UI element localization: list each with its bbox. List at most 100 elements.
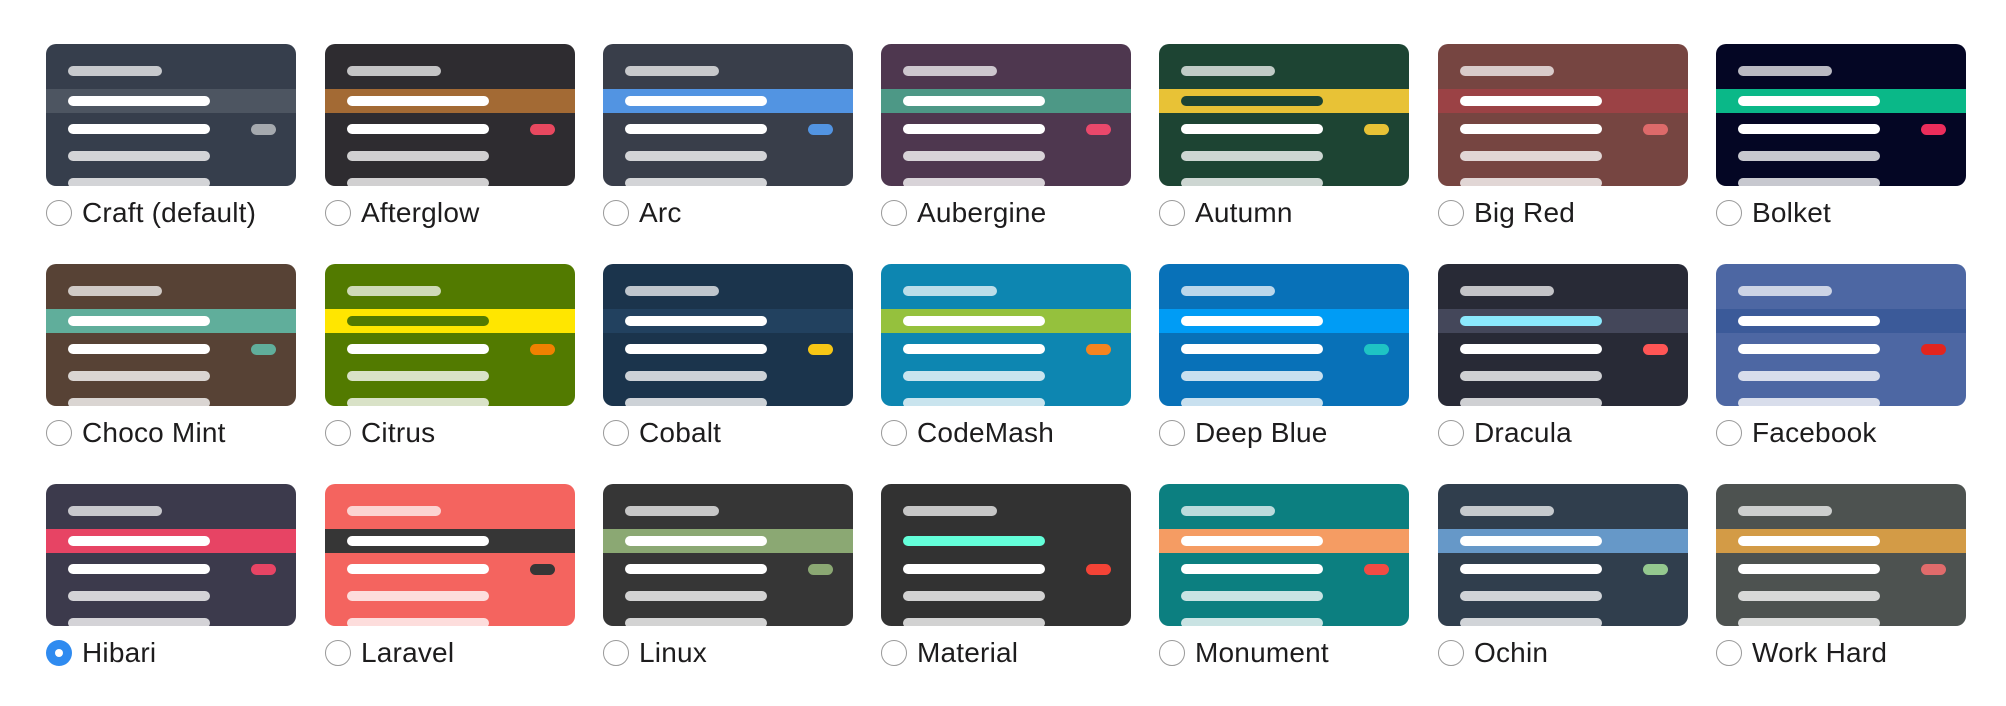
theme-radio-option[interactable]: Material xyxy=(881,635,1018,671)
theme-preview[interactable] xyxy=(1716,264,1966,406)
theme-preview[interactable] xyxy=(1159,264,1409,406)
theme-radio-option[interactable]: Dracula xyxy=(1438,415,1572,451)
theme-option-bolket[interactable]: Bolket xyxy=(1716,44,1966,244)
theme-radio-option[interactable]: Arc xyxy=(603,195,682,231)
theme-preview[interactable] xyxy=(325,264,575,406)
theme-radio-option[interactable]: Deep Blue xyxy=(1159,415,1328,451)
theme-option-deep-blue[interactable]: Deep Blue xyxy=(1159,264,1409,464)
radio-unselected-icon[interactable] xyxy=(1438,640,1464,666)
radio-unselected-icon[interactable] xyxy=(325,420,351,446)
theme-radio-option[interactable]: Linux xyxy=(603,635,707,671)
radio-unselected-icon[interactable] xyxy=(1716,420,1742,446)
theme-preview[interactable] xyxy=(603,264,853,406)
theme-preview[interactable] xyxy=(46,44,296,186)
theme-radio-option[interactable]: Monument xyxy=(1159,635,1329,671)
theme-radio-option[interactable]: Big Red xyxy=(1438,195,1575,231)
radio-unselected-icon[interactable] xyxy=(881,640,907,666)
theme-radio-option[interactable]: Cobalt xyxy=(603,415,721,451)
radio-unselected-icon[interactable] xyxy=(46,420,72,446)
theme-option-choco-mint[interactable]: Choco Mint xyxy=(46,264,296,464)
theme-radio-option[interactable]: Ochin xyxy=(1438,635,1548,671)
theme-option-arc[interactable]: Arc xyxy=(603,44,853,244)
theme-option-afterglow[interactable]: Afterglow xyxy=(325,44,575,244)
radio-unselected-icon[interactable] xyxy=(603,200,629,226)
theme-option-linux[interactable]: Linux xyxy=(603,484,853,684)
theme-radio-option[interactable]: CodeMash xyxy=(881,415,1054,451)
radio-unselected-icon[interactable] xyxy=(325,640,351,666)
preview-line xyxy=(347,344,489,354)
theme-option-dracula[interactable]: Dracula xyxy=(1438,264,1688,464)
preview-line xyxy=(1738,316,1880,326)
theme-preview[interactable] xyxy=(1438,44,1688,186)
radio-unselected-icon[interactable] xyxy=(1716,640,1742,666)
preview-line xyxy=(68,96,210,106)
theme-radio-option[interactable]: Aubergine xyxy=(881,195,1046,231)
radio-unselected-icon[interactable] xyxy=(325,200,351,226)
theme-radio-option[interactable]: Choco Mint xyxy=(46,415,226,451)
radio-unselected-icon[interactable] xyxy=(881,200,907,226)
theme-radio-option[interactable]: Afterglow xyxy=(325,195,480,231)
theme-option-laravel[interactable]: Laravel xyxy=(325,484,575,684)
theme-preview[interactable] xyxy=(1716,44,1966,186)
theme-preview[interactable] xyxy=(46,264,296,406)
radio-unselected-icon[interactable] xyxy=(603,420,629,446)
theme-option-hibari[interactable]: Hibari xyxy=(46,484,296,684)
theme-name-label: Work Hard xyxy=(1752,637,1888,668)
preview-badge xyxy=(808,564,833,575)
theme-preview[interactable] xyxy=(46,484,296,626)
theme-preview[interactable] xyxy=(603,44,853,186)
radio-selected-icon[interactable] xyxy=(46,640,72,666)
preview-line xyxy=(625,124,767,134)
theme-option-cobalt[interactable]: Cobalt xyxy=(603,264,853,464)
theme-preview[interactable] xyxy=(1159,484,1409,626)
preview-line xyxy=(1738,591,1880,601)
preview-line xyxy=(1460,96,1602,106)
preview-line xyxy=(1181,371,1323,381)
theme-preview[interactable] xyxy=(1438,484,1688,626)
radio-unselected-icon[interactable] xyxy=(603,640,629,666)
theme-option-facebook[interactable]: Facebook xyxy=(1716,264,1966,464)
theme-option-work-hard[interactable]: Work Hard xyxy=(1716,484,1966,684)
theme-radio-option[interactable]: Autumn xyxy=(1159,195,1293,231)
radio-unselected-icon[interactable] xyxy=(1159,640,1185,666)
radio-unselected-icon[interactable] xyxy=(1159,420,1185,446)
theme-preview[interactable] xyxy=(881,484,1131,626)
theme-option-ochin[interactable]: Ochin xyxy=(1438,484,1688,684)
theme-option-citrus[interactable]: Citrus xyxy=(325,264,575,464)
theme-name-label: Citrus xyxy=(361,417,436,448)
theme-radio-option[interactable]: Citrus xyxy=(325,415,435,451)
radio-unselected-icon[interactable] xyxy=(1438,200,1464,226)
preview-line xyxy=(1460,66,1554,76)
theme-radio-option[interactable]: Facebook xyxy=(1716,415,1877,451)
theme-radio-option[interactable]: Bolket xyxy=(1716,195,1831,231)
theme-option-autumn[interactable]: Autumn xyxy=(1159,44,1409,244)
preview-line xyxy=(903,506,997,516)
theme-option-material[interactable]: Material xyxy=(881,484,1131,684)
radio-unselected-icon[interactable] xyxy=(881,420,907,446)
theme-option-monument[interactable]: Monument xyxy=(1159,484,1409,684)
theme-option-big-red[interactable]: Big Red xyxy=(1438,44,1688,244)
theme-preview[interactable] xyxy=(881,264,1131,406)
theme-option-craft-default[interactable]: Craft (default) xyxy=(46,44,296,244)
theme-preview[interactable] xyxy=(1159,44,1409,186)
preview-line xyxy=(347,564,489,574)
theme-radio-option[interactable]: Laravel xyxy=(325,635,454,671)
radio-unselected-icon[interactable] xyxy=(1159,200,1185,226)
radio-unselected-icon[interactable] xyxy=(46,200,72,226)
radio-unselected-icon[interactable] xyxy=(1438,420,1464,446)
theme-preview[interactable] xyxy=(1438,264,1688,406)
theme-name-label: Bolket xyxy=(1752,197,1832,228)
theme-radio-option[interactable]: Work Hard xyxy=(1716,635,1887,671)
theme-radio-option[interactable]: Craft (default) xyxy=(46,195,256,231)
theme-preview[interactable] xyxy=(1716,484,1966,626)
theme-option-codemash[interactable]: CodeMash xyxy=(881,264,1131,464)
theme-preview[interactable] xyxy=(881,44,1131,186)
radio-unselected-icon[interactable] xyxy=(1716,200,1742,226)
theme-preview[interactable] xyxy=(603,484,853,626)
theme-radio-option[interactable]: Hibari xyxy=(46,635,156,671)
theme-preview[interactable] xyxy=(325,484,575,626)
theme-option-aubergine[interactable]: Aubergine xyxy=(881,44,1131,244)
preview-line xyxy=(903,178,1045,186)
theme-preview[interactable] xyxy=(325,44,575,186)
preview-line xyxy=(1460,151,1602,161)
